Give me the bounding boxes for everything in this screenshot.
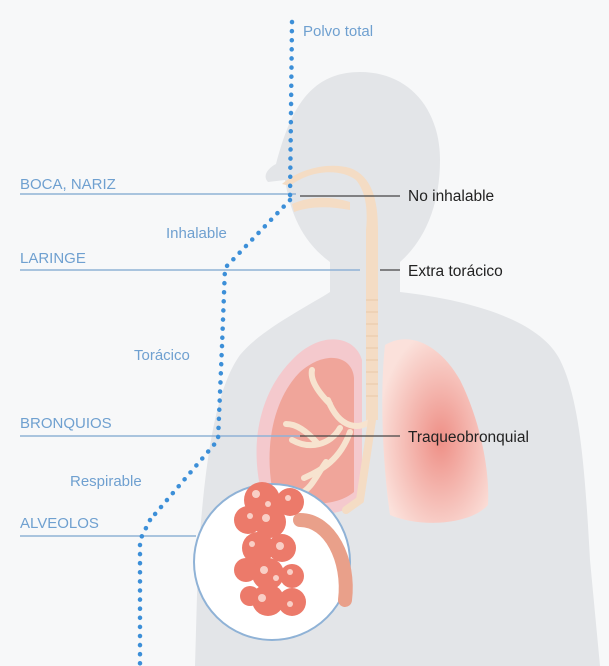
alveoli-detail bbox=[194, 482, 350, 640]
label-total-dust: Polvo total bbox=[303, 23, 373, 40]
fraction-non-inhalable: No inhalable bbox=[408, 188, 494, 205]
fraction-tracheobronchial: Traqueobronquial bbox=[408, 429, 529, 446]
fraction-extra-thoracic: Extra torácico bbox=[408, 263, 503, 280]
label-thoracic: Torácico bbox=[134, 347, 190, 364]
region-alveoli: ALVEOLOS bbox=[20, 515, 99, 532]
path-respirable bbox=[140, 520, 150, 666]
label-inhalable: Inhalable bbox=[166, 225, 227, 242]
region-bronchi: BRONQUIOS bbox=[20, 415, 112, 432]
region-larynx: LARINGE bbox=[20, 250, 86, 267]
label-respirable: Respirable bbox=[70, 473, 142, 490]
region-mouth-nose: BOCA, NARIZ bbox=[20, 176, 116, 193]
